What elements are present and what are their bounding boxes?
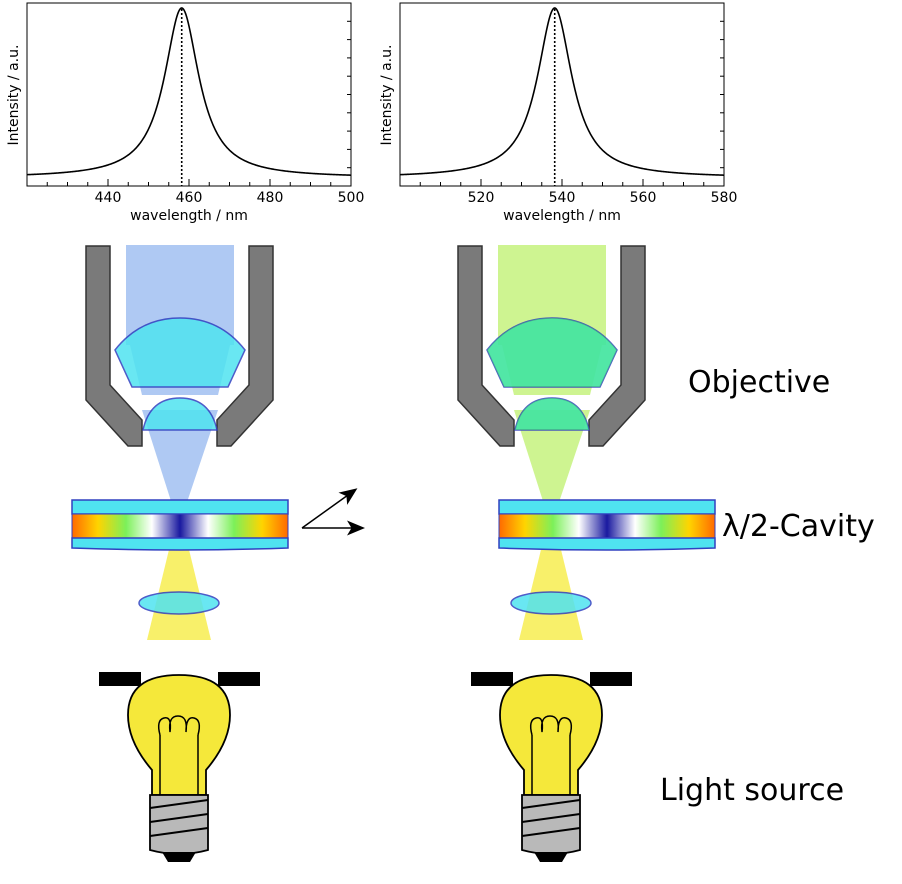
- green-beam-focus: [514, 410, 590, 520]
- spectrum-chart-green: 520 540 560 580 wavelength / nm Intensity /…: [379, 2, 738, 224]
- x-tick-label: 520: [468, 190, 495, 206]
- x-tick-label: 560: [630, 190, 657, 206]
- arrow-icon: [301, 488, 365, 536]
- objective-housing: [457, 245, 515, 447]
- label-objective: Objective: [688, 365, 830, 400]
- aperture-right: [218, 672, 260, 686]
- x-tick-label: 480: [257, 190, 284, 206]
- objective-lens-lower-tint: [515, 398, 589, 430]
- x-tick-label: 440: [95, 190, 122, 206]
- plot-frame: [399, 2, 725, 187]
- spectrum-curve: [399, 7, 725, 176]
- x-axis-title: wavelength / nm: [503, 208, 621, 224]
- cavity-bottom-mirror: [498, 537, 716, 551]
- objective-lens-upper-tint: [487, 318, 617, 387]
- x-tick-label: 460: [176, 190, 203, 206]
- cavity-bottom-mirror: [71, 537, 289, 551]
- label-cavity: λ/2-Cavity: [722, 509, 875, 544]
- y-axis-title: Intensity / a.u.: [6, 45, 22, 146]
- x-tick-label: 500: [338, 190, 365, 206]
- condenser-lens: [510, 591, 592, 615]
- objective-lens-lower: [142, 397, 218, 431]
- x-axis-title: wavelength / nm: [130, 208, 248, 224]
- setup-green: [457, 245, 716, 862]
- condenser-lens: [138, 591, 220, 615]
- objective-housing: [588, 245, 646, 447]
- cavity-resonator: [498, 513, 716, 539]
- label-light-source: Light source: [660, 773, 844, 808]
- cavity-top-mirror: [498, 499, 716, 515]
- objective-housing: [216, 245, 274, 447]
- blue-beam-focus: [142, 410, 218, 520]
- aperture-right: [590, 672, 632, 686]
- objective-lens-upper: [114, 317, 246, 388]
- x-tick-label: 540: [549, 190, 576, 206]
- y-axis-title: Intensity / a.u.: [379, 45, 395, 146]
- cavity-resonator: [71, 513, 289, 539]
- light-bulb-icon: [127, 674, 231, 862]
- spectrum-chart-blue: 440 460 480 500 wavelength / nm Intensity /…: [6, 2, 365, 224]
- aperture-left: [471, 672, 513, 686]
- aperture-left: [99, 672, 141, 686]
- x-tick-label: 580: [711, 190, 738, 206]
- cavity-top-mirror: [71, 499, 289, 515]
- spectrum-curve: [26, 7, 352, 176]
- setup-blue: [71, 245, 365, 862]
- plot-frame: [26, 2, 352, 187]
- light-bulb-icon: [499, 674, 603, 862]
- objective-housing: [85, 245, 143, 447]
